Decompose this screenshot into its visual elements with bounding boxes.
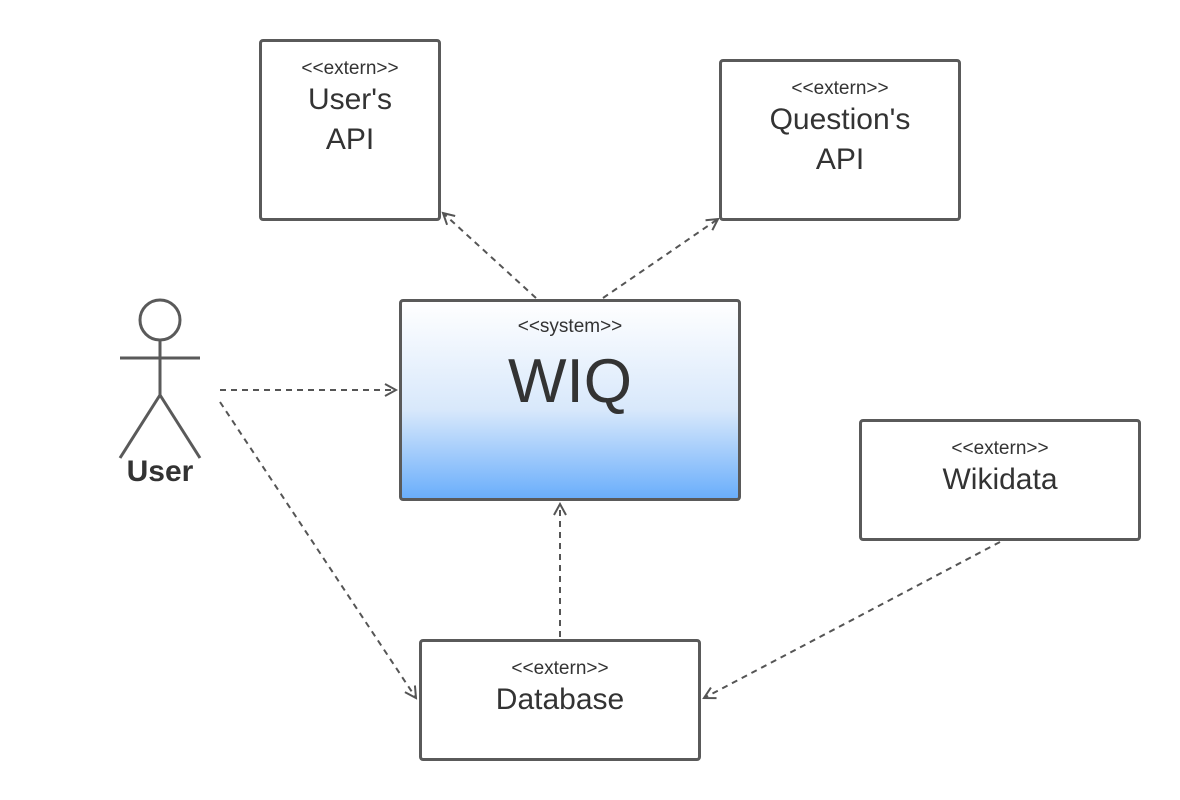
user-actor-icon	[118, 298, 202, 459]
questions-api-name-line2: API	[815, 143, 865, 176]
arrow-wiq-to-users-api	[443, 213, 537, 299]
questions-api-name-line1: Question's	[769, 103, 911, 136]
arrow-wikidata-to-database	[704, 541, 1001, 698]
wikidata-name: Wikidata	[942, 463, 1058, 496]
wiq-stereotype: <<system>>	[517, 316, 623, 337]
database-name: Database	[495, 683, 625, 716]
users-api-name-line1: User's	[307, 83, 393, 116]
users-api-name-line2: API	[325, 123, 375, 156]
wikidata-box: <<extern>> Wikidata	[859, 419, 1141, 541]
database-stereotype: <<extern>>	[511, 658, 609, 679]
wiq-name: WIQ	[508, 347, 632, 416]
questions-api-box: <<extern>> Question's API	[719, 59, 961, 221]
database-box: <<extern>> Database	[419, 639, 701, 761]
users-api-stereotype: <<extern>>	[301, 58, 399, 79]
arrow-wiq-to-questions-api	[602, 219, 718, 299]
user-actor-label: User	[126, 455, 194, 488]
questions-api-stereotype: <<extern>>	[791, 78, 889, 99]
arrow-user-to-database	[219, 401, 416, 698]
wiq-system-box: <<system>> WIQ	[399, 299, 741, 501]
wikidata-stereotype: <<extern>>	[951, 438, 1049, 459]
users-api-box: <<extern>> User's API	[259, 39, 441, 221]
